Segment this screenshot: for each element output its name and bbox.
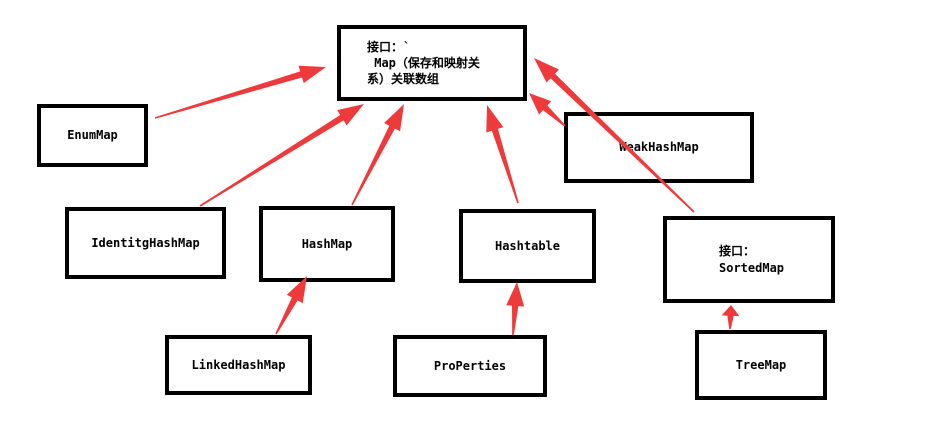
- linkedhashmap-node: LinkedHashMap: [165, 335, 312, 395]
- treemap-node: TreeMap: [695, 330, 827, 400]
- identityhashmap-node: IdentitgHashMap: [65, 207, 226, 279]
- hashmap-node: HashMap: [259, 206, 395, 282]
- arrow-identity-to-map: [199, 104, 364, 207]
- arrow-enummap-to-map: [154, 65, 326, 119]
- map-interface-node: 接口：` Map（保存和映射关 系）关联数组: [337, 25, 527, 101]
- arrow-weak-to-map: [529, 93, 566, 127]
- properties-node: ProPerties: [393, 335, 547, 397]
- weakhashmap-node: WeakHashMap: [564, 112, 754, 183]
- arrow-props-to-hashtable: [506, 282, 525, 336]
- arrow-hashtable-to-map: [486, 105, 519, 204]
- hashtable-node: Hashtable: [459, 209, 596, 283]
- enummap-node: EnumMap: [37, 104, 148, 167]
- arrow-linked-to-hashmap: [275, 276, 307, 335]
- sortedmap-interface-node: 接口： SortedMap: [663, 216, 835, 303]
- arrow-treemap-to-sorted: [721, 305, 740, 329]
- arrow-hashmap-to-map: [351, 104, 404, 206]
